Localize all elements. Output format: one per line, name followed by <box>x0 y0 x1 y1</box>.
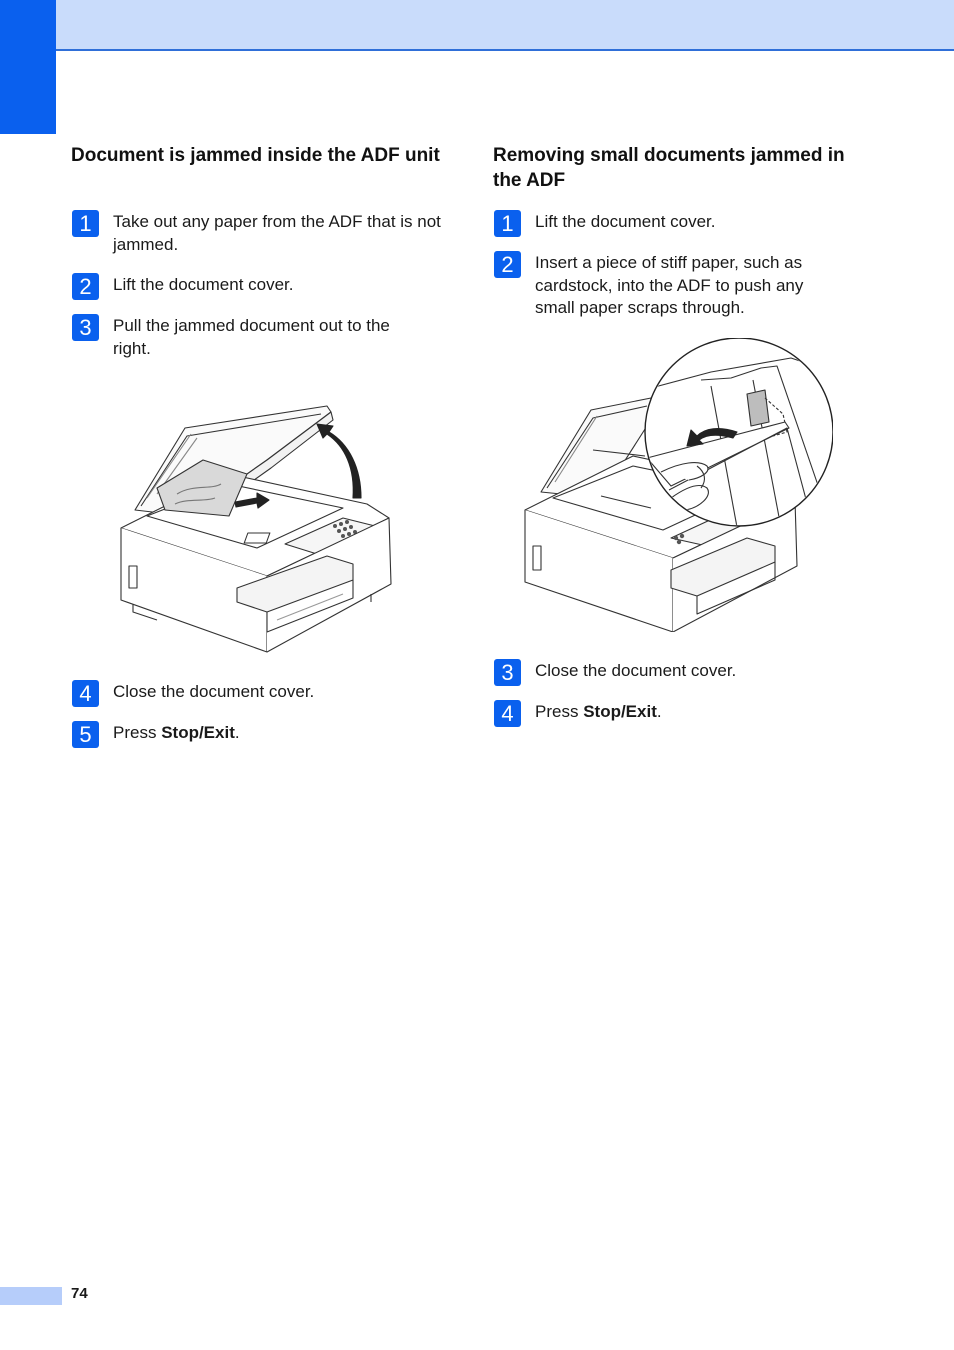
printer-adf-cardstock-illustration <box>524 338 833 632</box>
step-number-badge: 1 <box>72 210 99 237</box>
printer-adf-jam-illustration <box>120 405 392 653</box>
key-name-stop-exit: Stop/Exit <box>583 702 657 721</box>
step-text-suffix: . <box>234 723 240 742</box>
footer-band <box>0 1287 62 1305</box>
step-text: Press Stop/Exit. <box>113 722 448 745</box>
page-number: 74 <box>71 1285 88 1302</box>
step-text: Lift the document cover. <box>113 275 294 294</box>
section-heading-small-docs: Removing small documents jammed in the A… <box>493 145 845 191</box>
step-number-badge: 2 <box>494 251 521 278</box>
step-text: Close the document cover. <box>113 682 315 701</box>
step-text-suffix: . <box>656 702 662 721</box>
step-number-badge: 2 <box>72 273 99 300</box>
step-number-badge: 3 <box>494 659 521 686</box>
key-name-stop-exit: Stop/Exit <box>161 723 235 742</box>
chapter-tab <box>0 0 56 134</box>
section-heading-adf-jam: Document is jammed inside the ADF unit <box>71 145 440 166</box>
step-number-badge: 3 <box>72 314 99 341</box>
step-text: Take out any paper from the ADF that is … <box>113 212 441 254</box>
step-text: Close the document cover. <box>535 661 737 680</box>
step-text-prefix: Press <box>113 723 162 742</box>
step-number-badge: 4 <box>494 700 521 727</box>
header-band <box>0 0 954 51</box>
step-text: Lift the document cover. <box>535 212 716 231</box>
step-text: Pull the jammed document out to the righ… <box>113 316 390 358</box>
step-number-badge: 1 <box>494 210 521 237</box>
step-text: Insert a piece of stiff paper, such as c… <box>535 253 804 317</box>
step-number-badge: 5 <box>72 721 99 748</box>
step-text: Press Stop/Exit. <box>535 701 870 724</box>
step-text-prefix: Press <box>535 702 584 721</box>
step-number-badge: 4 <box>72 680 99 707</box>
